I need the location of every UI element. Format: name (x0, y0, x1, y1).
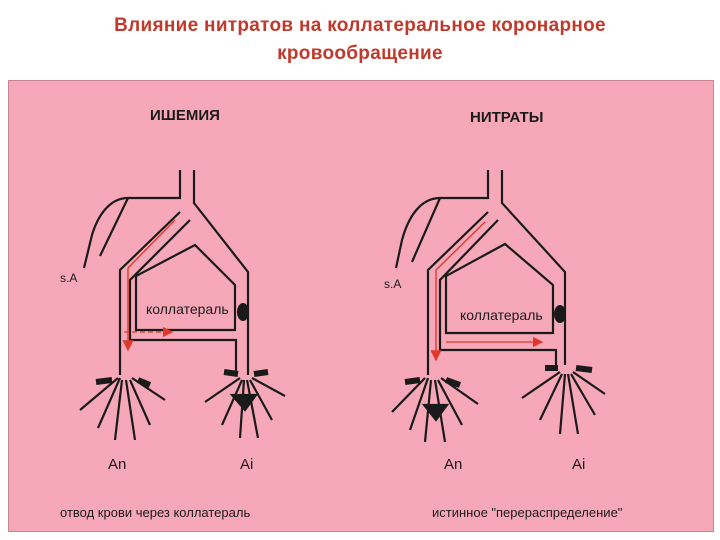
vessel-label-left: s.A (60, 271, 77, 285)
ischemia-heading: ИШЕМИЯ (150, 107, 220, 124)
caption-left: отвод крови через коллатераль (60, 505, 250, 520)
capillary-fan-ai (204, 369, 286, 439)
branch-wall-r (410, 197, 442, 263)
ischemia-diagram (79, 170, 286, 441)
slide-title-line-2: кровообращение (277, 43, 443, 64)
blood-flow-arrow (122, 219, 176, 352)
collateral-loop (134, 243, 237, 332)
slide-title-line-1: Влияние нитратов на коллатеральное корон… (114, 15, 606, 36)
vessel-label-right: s.A (384, 277, 401, 291)
ischemic-fill (229, 393, 259, 412)
collateral-label-right: коллатераль (460, 307, 543, 323)
perfused-fill (421, 403, 450, 422)
node-ai-right: Ai (572, 456, 585, 473)
capillary-fan-an-r (391, 377, 479, 443)
stenosed-branch-inner (128, 219, 238, 375)
nitrates-diagram (391, 170, 606, 443)
capillary-fan-an (79, 377, 166, 441)
blood-flow-arrow-r (430, 221, 486, 362)
node-ai-left: Ai (240, 456, 253, 473)
node-an-right: An (444, 456, 462, 473)
collateral-loop-r (444, 242, 555, 335)
main-artery-right (192, 170, 250, 375)
main-artery-left-r (394, 170, 490, 269)
caption-right: истинное "перераспределение" (432, 505, 623, 520)
main-artery-left (82, 170, 182, 269)
nitrates-heading: НИТРАТЫ (470, 109, 543, 126)
stenosis-block-r (554, 305, 566, 323)
collateral-label-left: коллатераль (146, 301, 229, 317)
stenosis-block (237, 303, 249, 321)
branch-wall (99, 197, 129, 257)
slide-title: Влияние нитратов на коллатеральное корон… (0, 12, 720, 68)
branch-outer-r (426, 211, 489, 375)
stenosed-branch-outer (118, 211, 181, 375)
diagram-panel (8, 80, 714, 532)
node-an-left: An (108, 456, 126, 473)
branch-inner-r (438, 219, 558, 365)
capillary-fan-ai-r (521, 365, 606, 435)
